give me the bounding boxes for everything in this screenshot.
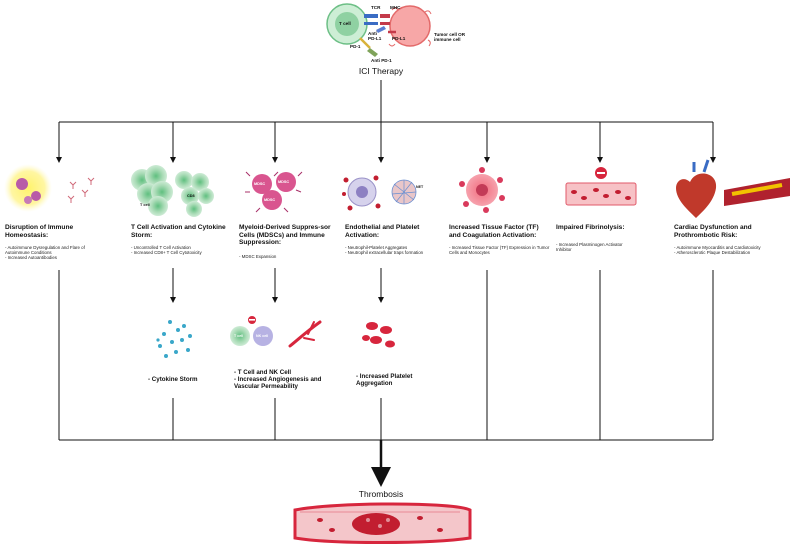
autoimmunity-icon bbox=[4, 164, 95, 212]
net-icon bbox=[391, 179, 417, 205]
icon-net-label: NET bbox=[416, 185, 424, 189]
col-1-title: Disruption of Immune Homeostasis: bbox=[5, 224, 74, 239]
ici-therapy-label: ICI Therapy bbox=[358, 66, 404, 76]
heart-icon bbox=[676, 173, 717, 218]
col-4-desc: - Neutrophil-Platelet Aggregates - Neutr… bbox=[345, 245, 424, 256]
mhc-receptor-2-icon bbox=[380, 22, 390, 25]
tumor-cell-spikes-icon bbox=[388, 7, 432, 47]
col-5-title: Increased Tissue Factor (TF) and Coagula… bbox=[449, 224, 539, 239]
t-cell-cluster-icon bbox=[131, 165, 214, 217]
col-6-title: Impaired Fibrinolysis: bbox=[556, 224, 625, 231]
thrombosis-label: Thrombosis bbox=[358, 489, 404, 499]
neutrophil-platelet-icon bbox=[342, 175, 381, 211]
t-cell-nucleus-icon bbox=[335, 12, 359, 36]
icon-mdsc-label-2: MDSC bbox=[278, 180, 290, 184]
pd1-label: PD-1 bbox=[350, 44, 361, 49]
col-2-desc: - Uncontrolled T Cell Activation - Incre… bbox=[131, 245, 202, 256]
tcr-receptor-icon bbox=[364, 14, 378, 18]
tissue-factor-cell-icon bbox=[459, 167, 505, 213]
pd1-receptor-icon bbox=[359, 37, 371, 49]
col-7-desc: - Autoimmune Myocarditis and Cardiotoxic… bbox=[674, 245, 761, 256]
nk-cell-icon bbox=[230, 316, 273, 346]
angiogenesis-vessel-icon bbox=[288, 320, 322, 348]
mdsc-cluster-icon bbox=[245, 171, 303, 213]
icon-tcell-label-2: T cell bbox=[234, 334, 244, 338]
tcr-receptor-2-icon bbox=[364, 22, 378, 25]
col-1-desc: - Autoimmune Dysregulation and Flare of … bbox=[5, 245, 85, 261]
col-6-desc: - Increased Plasminogen Activator Inhibi… bbox=[556, 242, 623, 253]
secondary-2-label: - T Cell and NK Cell - Increased Angioge… bbox=[234, 369, 322, 391]
mhc-label: MHC bbox=[390, 5, 401, 10]
cytokine-dots-icon bbox=[156, 320, 192, 358]
mhc-receptor-icon bbox=[380, 14, 390, 18]
col-5-desc: - Increased Tissue Factor (TF) Expressio… bbox=[449, 245, 550, 256]
icon-mdsc-label-1: MDSC bbox=[254, 182, 266, 186]
col-2-title: T Cell Activation and Cytokine Storm: bbox=[131, 224, 226, 239]
col-3-title: Myeloid-Derived Suppres-sor Cells (MDSCs… bbox=[239, 224, 331, 247]
icon-tcell-label: T cell bbox=[140, 203, 150, 207]
icon-nk-label: NK cell bbox=[256, 334, 269, 338]
icon-cd8-label: CD8 bbox=[187, 194, 195, 198]
icon-mdsc-label-3: MDSC bbox=[264, 198, 276, 202]
tumor-cell-label: Tumor cell OR immune cell bbox=[434, 32, 466, 42]
anti-pd1-antibody-icon bbox=[367, 48, 378, 57]
col-3-desc: - MDSC Expansion bbox=[239, 254, 277, 259]
blood-vessel-clot-icon bbox=[565, 167, 637, 206]
col-4-title: Endothelial and Platelet Activation: bbox=[345, 224, 420, 239]
anti-pd1-label: Anti PD-1 bbox=[371, 58, 392, 63]
tcr-label: TCR bbox=[371, 5, 381, 10]
heart-artery-icon bbox=[676, 159, 790, 218]
platelet-aggregation-icon bbox=[362, 322, 395, 348]
tumor-cell-icon bbox=[389, 5, 431, 47]
connector-lines bbox=[56, 80, 716, 441]
anti-pdl1-antibody-icon bbox=[376, 26, 386, 33]
ici-illustration bbox=[326, 3, 432, 57]
secondary-1-label: - Cytokine Storm bbox=[148, 376, 198, 383]
anti-pdl1-label: Anti PD-L1 bbox=[368, 31, 382, 41]
pdl1-label: PD-L1 bbox=[392, 36, 406, 41]
thrombosis-vessel-icon bbox=[293, 502, 472, 544]
secondary-3-label: - Increased Platelet Aggregation bbox=[356, 373, 413, 388]
t-cell-label: T cell bbox=[339, 21, 351, 26]
col-7-title: Cardiac Dysfunction and Prothrombotic Ri… bbox=[674, 224, 752, 239]
clot-icon bbox=[352, 513, 400, 535]
